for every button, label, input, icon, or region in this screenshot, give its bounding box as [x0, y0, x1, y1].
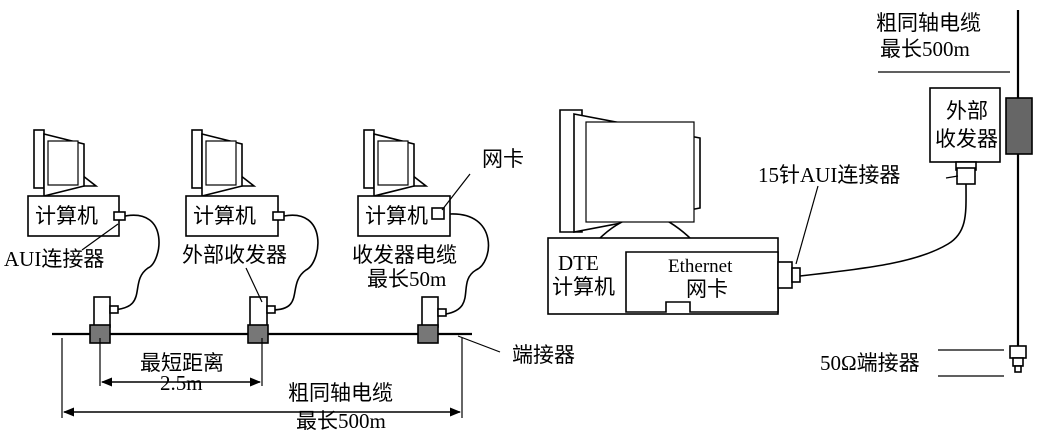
monitor-icon [191, 129, 257, 198]
transceiver-pointer [245, 267, 263, 303]
transceiver-cable-label-line2: 最长50m [367, 267, 446, 291]
external-transceiver-label-line2: 收发器 [935, 127, 998, 151]
coax-label-right-line1: 粗同轴电缆 [876, 11, 981, 35]
tap-block [1005, 97, 1033, 155]
min-distance-label-line1: 最短距离 [140, 351, 224, 375]
terminator-label-right: 50Ω端接器 [820, 351, 920, 375]
ethernet-card-label-line1: Ethernet [668, 256, 733, 277]
aui-port-icon [272, 211, 285, 221]
computer-station-1 [27, 129, 160, 344]
transceiver-box [421, 296, 439, 328]
coax-label-right-line2: 最长500m [880, 37, 970, 61]
transceiver-cable [111, 214, 160, 311]
aui-port-icon [113, 211, 126, 221]
aui15-pointer [945, 175, 959, 179]
computer-label-3: 计算机 [365, 204, 428, 228]
aui15-connector-icon [956, 167, 976, 185]
external-transceiver-label: 外部收发器 [182, 243, 287, 267]
tap-block [417, 324, 439, 344]
computer-station-2 [185, 129, 319, 344]
monitor-icon [363, 129, 429, 198]
external-transceiver-box [929, 87, 1001, 163]
transceiver-cable [271, 214, 319, 311]
nic-label: 网卡 [482, 147, 524, 171]
aui15-label: 15针AUI连接器 [758, 163, 900, 187]
computer-box [27, 195, 120, 237]
transceiver-port [109, 305, 119, 314]
monitor-icon [33, 129, 99, 198]
transceiver-box [93, 296, 111, 328]
min-distance-label-line2: 2.5m [160, 371, 203, 395]
dte-label-line2: 计算机 [552, 275, 615, 299]
left-panel [27, 129, 501, 418]
transceiver-box [249, 296, 268, 328]
tap-block [247, 324, 269, 344]
aui-connector-label: AUI连接器 [4, 247, 104, 271]
coax-label-line1: 粗同轴电缆 [288, 381, 393, 405]
ethernet-card-label-line2: 网卡 [686, 277, 728, 301]
terminator-icon [1009, 345, 1027, 373]
transceiver-port [437, 308, 447, 317]
computer-label-1: 计算机 [35, 204, 98, 228]
aui15-port-icon [777, 261, 793, 289]
monitor-icon [559, 109, 701, 241]
dte-label-line1: DTE [558, 251, 599, 275]
terminator-label: 端接器 [512, 343, 575, 367]
external-transceiver-label-line1: 外部 [946, 99, 988, 123]
left-labels: 计算机 计算机 计算机 AUI连接器 外部收发器 收发器电缆 最长50m 网卡 … [4, 147, 575, 433]
right-panel [547, 10, 1033, 377]
nic-port-icon [431, 207, 445, 220]
transceiver-cable [445, 213, 490, 315]
computer-label-2: 计算机 [193, 204, 256, 228]
computer-station-3 [357, 129, 490, 344]
coax-label-line2: 最长500m [296, 409, 386, 433]
aui-cable [799, 183, 967, 277]
aui15-pointer-lower [795, 185, 819, 265]
transceiver-port [266, 305, 276, 314]
terminator-pointer [457, 335, 501, 353]
nic-pointer [441, 173, 471, 211]
right-labels: 粗同轴电缆 最长500m 外部 收发器 15针AUI连接器 DTE 计算机 Et… [552, 11, 998, 375]
aui-connector-pointer [81, 223, 119, 251]
transceiver-cable-label-line1: 收发器电缆 [352, 243, 457, 267]
